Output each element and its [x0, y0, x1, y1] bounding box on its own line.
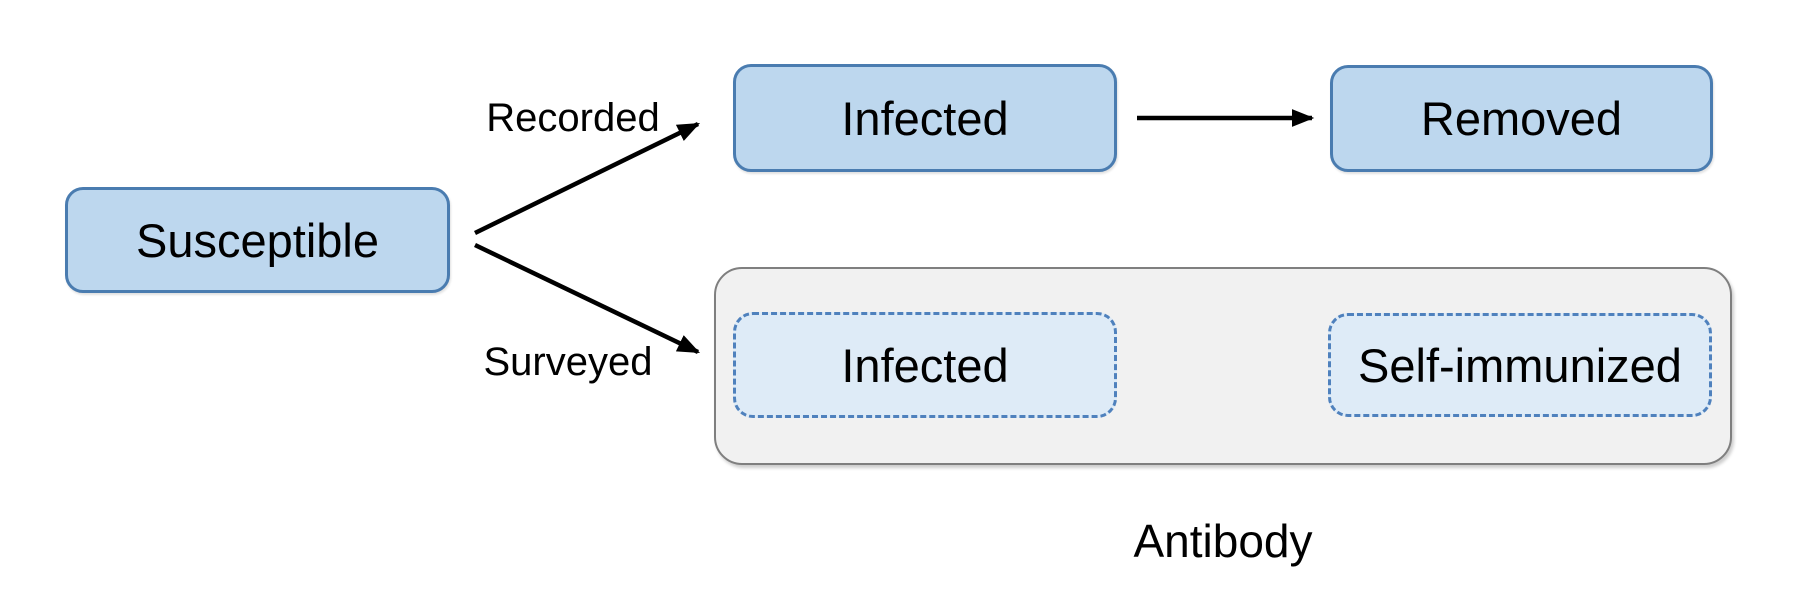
node-removed-label: Removed	[1420, 92, 1623, 145]
antibody-group-label: Antibody	[1133, 515, 1313, 567]
node-susceptible-label: Susceptible	[136, 213, 379, 267]
arrow-susceptible-to-infected-surveyed	[474, 242, 701, 355]
node-infected-surveyed: Infected	[733, 312, 1117, 418]
node-infected-recorded-label: Infected	[841, 91, 1009, 145]
edge-label-surveyed: Surveyed	[483, 340, 653, 384]
node-infected-surveyed-label: Infected	[841, 338, 1009, 392]
arrow-susceptible-to-infected-recorded	[474, 121, 701, 236]
edge-label-recorded: Recorded	[486, 96, 660, 140]
node-susceptible: Susceptible	[65, 187, 450, 293]
node-infected-recorded: Infected	[733, 64, 1117, 172]
node-removed: Removed	[1330, 65, 1713, 172]
node-self-immunized: Self-immunized	[1328, 313, 1712, 417]
node-self-immunized-label: Self-immunized	[1358, 338, 1682, 392]
